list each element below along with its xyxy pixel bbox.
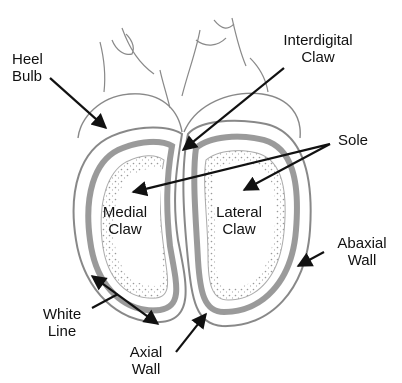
axial-wall-arrow bbox=[176, 314, 206, 352]
lateral-claw-label: Lateral Claw bbox=[204, 204, 274, 238]
interdigital-claw-label: Interdigital Claw bbox=[252, 32, 384, 66]
abaxial-wall-label: Abaxial Wall bbox=[326, 235, 398, 269]
heel-bulb-arrow bbox=[50, 78, 106, 128]
medial-claw-label: Medial Claw bbox=[92, 204, 158, 238]
sole-label: Sole bbox=[338, 132, 368, 149]
heel-bulb-label: Heel Bulb bbox=[12, 51, 43, 85]
white-line-label: White Line bbox=[34, 306, 90, 340]
axial-wall-label: Axial Wall bbox=[118, 344, 174, 378]
